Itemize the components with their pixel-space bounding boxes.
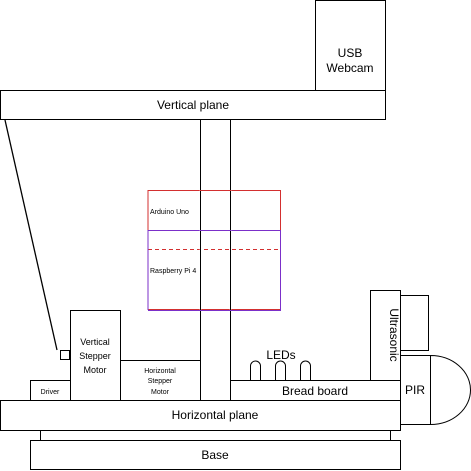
vertical-plane: Vertical plane — [0, 90, 386, 120]
led-group: LEDs — [250, 348, 311, 381]
ultrasonic-sensor: Ultrasonic — [370, 290, 429, 381]
cable-anchor — [60, 350, 70, 360]
pir-sensor: PIR — [400, 354, 471, 426]
horizontal-stepper-label-line2: Stepper — [148, 378, 173, 385]
base-block: Base — [30, 440, 401, 470]
base-label: Base — [201, 448, 229, 462]
vertical-stepper-motor: Vertical Stepper Motor — [70, 310, 121, 401]
bread-board-label: Bread board — [282, 384, 348, 398]
base-connector — [40, 430, 391, 441]
raspberry-label: Raspberry Pi 4 — [150, 268, 196, 275]
horizontal-stepper-label-line3: Motor — [151, 389, 170, 396]
vertical-plane-label: Vertical plane — [157, 98, 229, 112]
ultrasonic-label: Ultrasonic — [387, 308, 401, 361]
shaft-through-boards — [199, 190, 232, 310]
vertical-shaft — [200, 119, 231, 401]
vertical-stepper-label-line1: Vertical — [80, 337, 110, 347]
horizontal-plane-label: Horizontal plane — [172, 408, 259, 422]
horizontal-stepper-motor: Horizontal Stepper Motor — [120, 360, 201, 401]
arduino-label: Arduino Uno — [150, 209, 189, 216]
led-2 — [275, 360, 286, 381]
leds-label: LEDs — [266, 348, 295, 362]
vertical-stepper-label-line2: Stepper — [79, 351, 111, 361]
webcam-label-line1: USB — [338, 46, 363, 60]
webcam-label-line2: Webcam — [326, 61, 373, 75]
usb-webcam: USB Webcam — [315, 0, 386, 91]
bread-board: Bread board — [230, 380, 401, 401]
led-3 — [300, 360, 311, 381]
driver-label: Driver — [41, 389, 60, 396]
led-1 — [250, 360, 261, 381]
horizontal-stepper-label-line1: Horizontal — [144, 368, 176, 375]
support-cable — [4, 119, 58, 351]
pir-label: PIR — [405, 383, 425, 397]
vertical-stepper-label-line3: Motor — [83, 365, 106, 375]
horizontal-plane: Horizontal plane — [0, 400, 401, 431]
driver: Driver — [30, 380, 71, 401]
